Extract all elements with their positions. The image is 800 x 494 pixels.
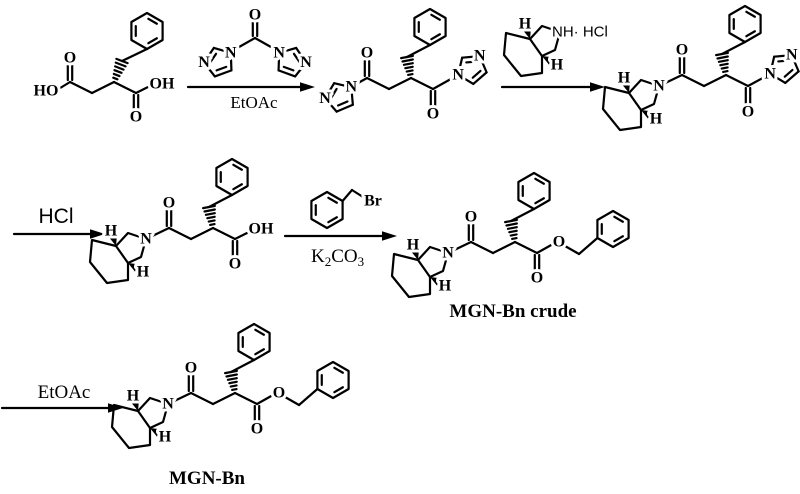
stereo-hydrogen-label: H [650,111,663,128]
oxygen-label: O [163,195,175,212]
stereo-hydrogen-label: H [105,223,118,240]
stereo-hash-bond [504,218,518,241]
product-mgn-bn-crude: HH N O O O MGN-Bn crude [390,171,630,322]
stereo-hydrogen-label: H [159,429,172,446]
reagent-benzyl-bromide: Br [310,188,385,230]
label-base-step4: K2CO3 [311,246,364,269]
nitrogen-label: N [140,231,152,248]
nitrogen-label: N [442,245,454,262]
label-mgn-bn-crude: MGN-Bn crude [449,301,576,322]
intermediate-mitiglinide-acid: HH N O O OH [88,157,277,285]
stereo-hash-bond [202,204,216,227]
benzene-ring [596,209,630,249]
nitrogen-label: N [653,78,665,95]
nitrogen-label: N [786,47,798,64]
label-solvent-step1: EtOAc [230,93,278,112]
nitrogen-label: N [346,79,358,96]
arrow-step1 [186,82,315,92]
arrow-step4 [283,231,397,241]
oxygen-label: O [185,360,197,377]
nitrogen-label: N [764,65,776,82]
stereo-hash-bond [112,57,129,81]
octahydroisoindole-ring: HH [601,67,666,132]
stereo-hydrogen-label: H [618,70,631,87]
stereo-hydrogen-label: H [127,388,140,405]
oxygen-label: O [676,42,688,59]
oxygen-label: O [361,45,373,62]
stereo-hydrogen-label: H [519,16,532,33]
arrow-step2 [500,82,605,92]
nitrogen-label: N [319,90,331,107]
stereo-hydrogen-label: H [439,278,452,295]
hydroxyl-label: OH [249,221,274,238]
bonds [230,19,280,53]
intermediate-amide-imidazolide: HH N O O NN [601,4,800,132]
imidazole-ring: NN [270,41,315,78]
imidazole-ring: NN [449,45,489,87]
benzene-ring [316,360,350,400]
hydroxyl-label: OH [150,76,175,93]
label-mgn-bn: MGN-Bn [169,468,245,489]
amine-hydrochloride-label: NH· HCl [552,24,608,41]
bonds [446,207,599,272]
arrow-step5 [0,403,123,413]
nitrogen-label: N [198,54,210,71]
nitrogen-label: N [452,66,464,83]
reagent-cdi: O NN NN [195,4,315,78]
ester-oxygen-label: O [273,385,285,402]
imidazole-ring: NN [316,76,361,113]
octahydroisoindole-ring: HH [88,220,153,285]
oxygen-label: O [64,50,76,67]
oxygen-label: O [251,421,263,438]
bonds [349,43,460,108]
nitrogen-label: N [273,44,285,61]
hydroxyl-label: HO [34,83,59,100]
product-mgn-bn: HH N O O O MGN-Bn [110,322,350,489]
stereo-hash-bond [224,369,238,392]
nitrogen-label: N [300,54,312,71]
oxygen-label: O [742,104,754,121]
imidazole-ring: NN [761,44,800,86]
stereo-hydrogen-label: H [551,57,564,74]
reactant-benzylsuccinic-acid: HO O O OH [31,11,178,129]
label-solvent-step5: EtOAc [38,382,91,403]
nitrogen-label: N [162,396,174,413]
stereo-hash-bond [715,51,729,74]
bonds [144,193,251,258]
reagent-octahydroisoindole-hcl: HH NH· HCl [502,13,610,78]
octahydroisoindole-ring: HH [502,13,567,78]
bonds [341,188,365,203]
nitrogen-label: N [474,48,486,65]
stereo-hydrogen-label: H [407,237,420,254]
intermediate-bis-imidazolide: O O NN NN [316,7,489,126]
imidazole-ring: NN [195,41,240,78]
bonds [657,40,772,106]
bromine-label: Br [364,193,382,210]
oxygen-label: O [130,109,142,126]
oxygen-label: O [427,106,439,123]
oxygen-label: O [465,209,477,226]
nitrogen-label: N [225,44,237,61]
stereo-hash-bond [400,54,414,77]
oxygen-label: O [531,270,543,287]
label-reagent-step3: HCl [39,205,74,228]
octahydroisoindole-ring: HH [110,385,175,450]
ester-oxygen-label: O [553,234,565,251]
octahydroisoindole-ring: HH [390,234,455,299]
oxygen-label: O [229,256,241,273]
bonds [166,358,319,423]
oxygen-label: O [249,7,261,24]
arrow-step3 [12,229,105,239]
stereo-hydrogen-label: H [137,264,150,281]
bonds [55,47,152,112]
